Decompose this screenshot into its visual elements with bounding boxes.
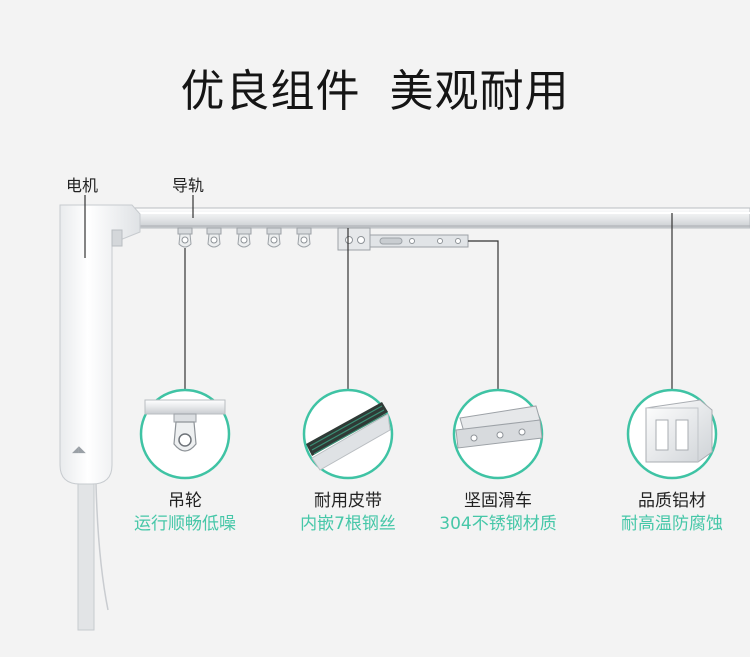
carriage-slider [337, 227, 469, 251]
motor-logo: ◢◣ [72, 445, 86, 455]
track-rail [119, 207, 750, 229]
feature-desc: 内嵌7根钢丝 [300, 514, 396, 534]
feature-name: 坚固滑车 [464, 491, 532, 511]
carriage-detail-circle [452, 388, 544, 480]
page-title: 优良组件 美观耐用 [180, 66, 570, 117]
belt-detail-circle [302, 388, 394, 480]
feature-desc: 运行顺畅低噪 [134, 514, 236, 534]
roller-hooks [177, 227, 312, 248]
feature-belt: 耐用皮带 内嵌7根钢丝 [273, 490, 423, 536]
motor-unit: ◢◣ [59, 204, 141, 631]
feature-name: 吊轮 [168, 491, 202, 511]
track-label: 导轨 [172, 176, 205, 195]
feature-carriage: 坚固滑车 304不锈钢材质 [423, 490, 573, 536]
feature-roller: 吊轮 运行顺畅低噪 [110, 490, 260, 536]
roller-detail-circle [139, 388, 231, 480]
feature-aluminum: 品质铝材 耐高温防腐蚀 [597, 490, 747, 536]
callout-lines [184, 213, 673, 390]
feature-name: 品质铝材 [638, 491, 706, 511]
feature-desc: 耐高温防腐蚀 [621, 514, 723, 534]
motor-label: 电机 [66, 176, 99, 195]
aluminum-detail-circle [626, 388, 718, 480]
feature-name: 耐用皮带 [314, 491, 382, 511]
feature-desc: 304不锈钢材质 [439, 514, 557, 534]
